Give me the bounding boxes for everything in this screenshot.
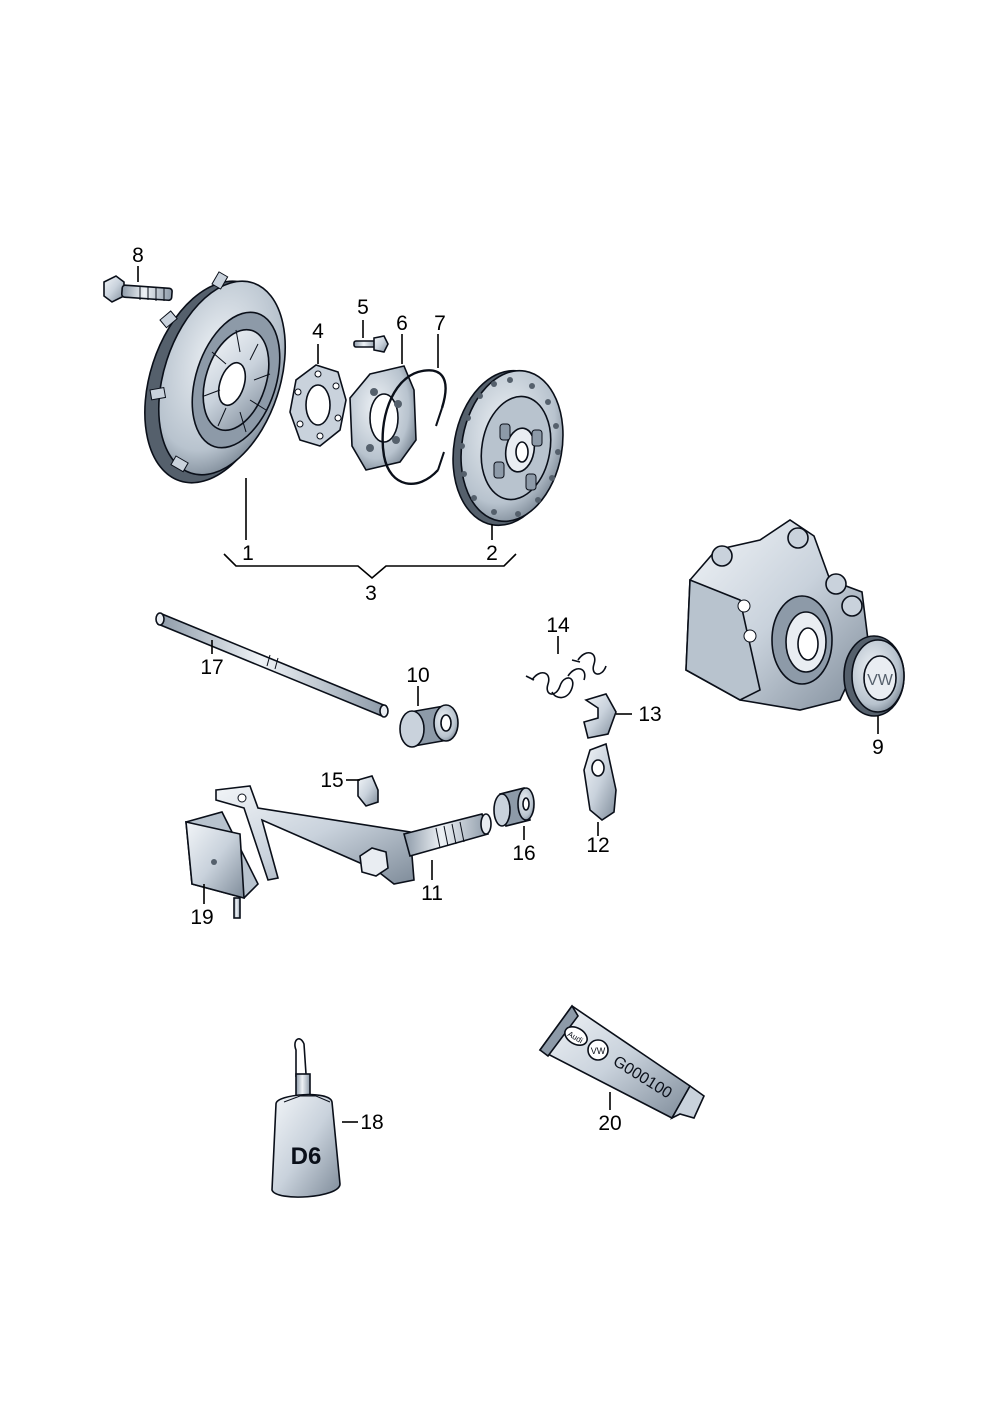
callout-8: 8 bbox=[132, 244, 144, 267]
callout-7: 7 bbox=[434, 312, 446, 335]
part-7-circlip bbox=[381, 369, 447, 485]
callout-16: 16 bbox=[512, 842, 535, 865]
part-2-clutch-disc bbox=[452, 369, 564, 527]
callout-9: 9 bbox=[872, 736, 884, 759]
part-20-grease-tube: Audi VW G000100 bbox=[538, 1004, 706, 1120]
part-15-small-clip bbox=[357, 775, 379, 807]
callout-5: 5 bbox=[357, 296, 369, 319]
callout-10: 10 bbox=[406, 664, 429, 687]
part-13-clip bbox=[583, 693, 617, 739]
part-10-bearing bbox=[399, 704, 459, 748]
part-14-springs bbox=[525, 652, 607, 699]
callout-11: 11 bbox=[421, 882, 443, 905]
callout-4: 4 bbox=[312, 320, 324, 343]
part-18-oil-bottle: D6 bbox=[271, 1038, 341, 1198]
part-4-gasket bbox=[289, 364, 347, 447]
callout-14: 14 bbox=[546, 614, 570, 637]
callout-6: 6 bbox=[396, 312, 408, 335]
housing-cap-emblem: VW bbox=[867, 672, 894, 689]
callout-17: 17 bbox=[200, 656, 223, 679]
part-19-mount-block bbox=[185, 811, 259, 919]
part-16-bushing bbox=[493, 787, 535, 827]
part-5-small-bolt bbox=[353, 335, 389, 353]
callout-13: 13 bbox=[638, 703, 661, 726]
callout-2: 2 bbox=[486, 542, 498, 565]
leader-lines bbox=[137, 266, 879, 1123]
part-9-housing: VW bbox=[685, 519, 905, 717]
part-12-lever bbox=[583, 742, 617, 821]
callout-numbers: 8 4 5 6 7 1 2 3 9 17 10 14 13 12 15 16 1… bbox=[132, 244, 884, 1135]
callout-1: 1 bbox=[242, 542, 254, 565]
part-17-shaft bbox=[155, 612, 389, 718]
callout-18: 18 bbox=[360, 1111, 383, 1134]
part-8-bolt bbox=[103, 275, 173, 303]
part-11-lever-arm bbox=[215, 785, 492, 885]
part-1-pressure-plate bbox=[144, 271, 287, 484]
vw-logo: VW bbox=[591, 1046, 606, 1056]
callout-15: 15 bbox=[320, 769, 343, 792]
callout-20: 20 bbox=[598, 1112, 621, 1135]
bottle-label: D6 bbox=[291, 1143, 322, 1170]
callout-3: 3 bbox=[365, 582, 377, 605]
callout-12: 12 bbox=[586, 834, 609, 857]
callout-19: 19 bbox=[190, 906, 213, 929]
